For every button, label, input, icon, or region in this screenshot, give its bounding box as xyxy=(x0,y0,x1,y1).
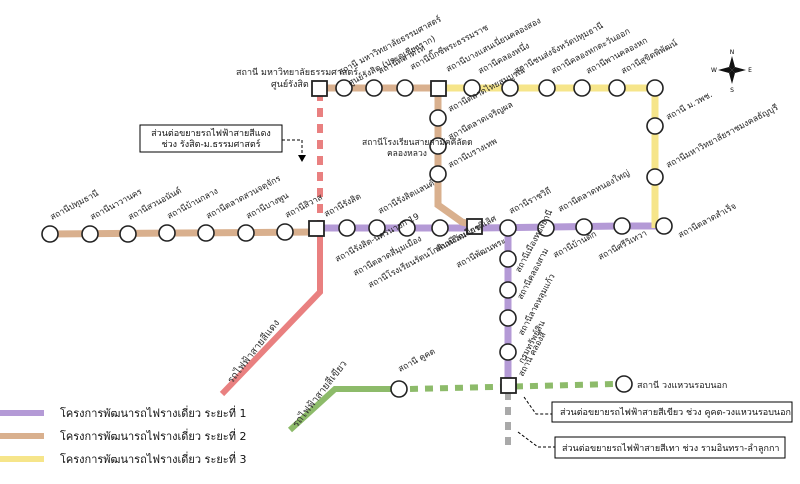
callout-text: ช่วง รังสิต-ม.ธรรมศาสตร์ xyxy=(161,138,260,150)
station-node[interactable] xyxy=(655,217,673,235)
station-label: สถานีรังสิตแลนด์ xyxy=(376,178,436,217)
station-node[interactable] xyxy=(197,224,215,242)
callout-text: ส่วนต่อขยายรถไฟฟ้าสายสีเทา ช่วง รามอินทร… xyxy=(562,443,779,454)
station-label: คลองหลวง xyxy=(387,149,427,159)
interchange-station[interactable] xyxy=(466,218,483,235)
station-node[interactable] xyxy=(499,281,517,299)
station-node[interactable] xyxy=(431,219,449,237)
station-node[interactable] xyxy=(119,225,137,243)
legend-label: โครงการพัฒนารถไฟรางเดี่ยว ระยะที่ 3 xyxy=(60,451,246,466)
station-node[interactable] xyxy=(429,137,447,155)
callout-box xyxy=(139,124,283,153)
arrow-icon xyxy=(298,155,306,162)
station-label: สถานี คูคต xyxy=(396,346,437,375)
station-label: สถานีรังสิต xyxy=(322,191,363,220)
station-node[interactable] xyxy=(499,309,517,327)
compass-s: S xyxy=(730,87,734,94)
station-node[interactable] xyxy=(613,217,631,235)
station-node[interactable] xyxy=(499,250,517,268)
station-label: สถานี มหาวิทยาลัยธรรมศาสตร์ xyxy=(236,66,358,78)
station-node[interactable] xyxy=(390,380,408,398)
callout-leader xyxy=(282,139,303,158)
station-node[interactable] xyxy=(646,168,664,186)
interchange-station[interactable] xyxy=(308,220,325,237)
station-node[interactable] xyxy=(41,225,59,243)
legend: โครงการพัฒนารถไฟรางเดี่ยว ระยะที่ 1 โครง… xyxy=(0,405,246,466)
station-node[interactable] xyxy=(538,79,556,97)
station-node[interactable] xyxy=(396,79,414,97)
red-line-label: รถไฟฟ้าสายสีแดง xyxy=(225,317,282,386)
green-ext-callout: ส่วนต่อขยายรถไฟฟ้าสายสีเขียว ช่วง คูคต-ว… xyxy=(523,396,793,423)
callout-leader xyxy=(523,396,552,415)
compass-e: E xyxy=(748,67,752,74)
green-line xyxy=(287,386,400,433)
station-node[interactable] xyxy=(398,219,416,237)
station-node[interactable] xyxy=(429,109,447,127)
station-node[interactable] xyxy=(575,218,593,236)
legend-label: โครงการพัฒนารถไฟรางเดี่ยว ระยะที่ 2 xyxy=(60,428,246,443)
station-node[interactable] xyxy=(158,224,176,242)
legend-label: โครงการพัฒนารถไฟรางเดี่ยว ระยะที่ 1 xyxy=(60,405,246,420)
grey-ext-callout: ส่วนต่อขยายรถไฟฟ้าสายสีเทา ช่วง รามอินทร… xyxy=(517,431,786,459)
central-below-labels: สถานีรังสิต-นครนายก 19 สถานีตลาดสี่มุมเม… xyxy=(333,211,508,291)
station-label: ศูนย์รังสิต xyxy=(271,78,309,90)
compass-n: N xyxy=(730,49,735,56)
station-label: สถานีตลาดสำเร็จ xyxy=(676,200,738,241)
station-node[interactable] xyxy=(501,79,519,97)
station-node[interactable] xyxy=(335,79,353,97)
station-node[interactable] xyxy=(81,225,99,243)
callout-text: ส่วนต่อขยายรถไฟฟ้าสายสีเขียว ช่วง คูคต-ว… xyxy=(560,407,791,418)
station-node[interactable] xyxy=(237,224,255,242)
station-label: สถานีบ้านตึก xyxy=(551,229,598,261)
callout-text: ส่วนต่อขยายรถไฟฟ้าสายสีแดง xyxy=(151,128,271,139)
station-node[interactable] xyxy=(463,79,481,97)
interchange-station[interactable] xyxy=(500,377,517,394)
callout-leader xyxy=(517,431,555,448)
station-label: สถานีโรงเรียนสายสามัคคีลัดด xyxy=(362,137,473,148)
station-label: สถานี ม.วพช. xyxy=(664,89,714,123)
station-node[interactable] xyxy=(646,79,664,97)
station-node[interactable] xyxy=(499,219,517,237)
station-node[interactable] xyxy=(365,79,383,97)
green-line-label: รถไฟฟ้าสายสีเขียว xyxy=(290,358,350,430)
station-node[interactable] xyxy=(276,223,294,241)
callout-box xyxy=(551,401,793,423)
interchange-station[interactable] xyxy=(430,80,447,97)
station-label: สถานี วงแหวนรอบนอก xyxy=(637,380,727,391)
station-label: สถานีตลาดหนองใหญ่ xyxy=(556,168,631,215)
red-ext-callout: ส่วนต่อขยายรถไฟฟ้าสายสีแดง ช่วง รังสิต-ม… xyxy=(139,124,306,162)
station-node[interactable] xyxy=(573,79,591,97)
station-node[interactable] xyxy=(608,79,626,97)
station-label: สถานีสุขิตพิพัฒน์ xyxy=(619,38,679,77)
interchange-station[interactable] xyxy=(311,80,328,97)
station-node[interactable] xyxy=(537,219,555,237)
compass-icon: N S E W xyxy=(711,49,752,94)
station-node[interactable] xyxy=(646,117,664,135)
station-node[interactable] xyxy=(429,165,447,183)
compass-w: W xyxy=(711,67,717,74)
station-node[interactable] xyxy=(338,219,356,237)
green-ext-line xyxy=(409,381,616,392)
station-node[interactable] xyxy=(615,375,633,393)
station-node[interactable] xyxy=(368,219,386,237)
red-line xyxy=(219,232,323,397)
west-labels: สถานีปทุมธานี สถานีนาวานคร สถานีสวนอนันต… xyxy=(48,173,436,223)
east-labels: สถานีราชวิถี สถานีตลาดหนองใหญ่ สถานีบ้าน… xyxy=(507,89,780,263)
station-node[interactable] xyxy=(499,343,517,361)
